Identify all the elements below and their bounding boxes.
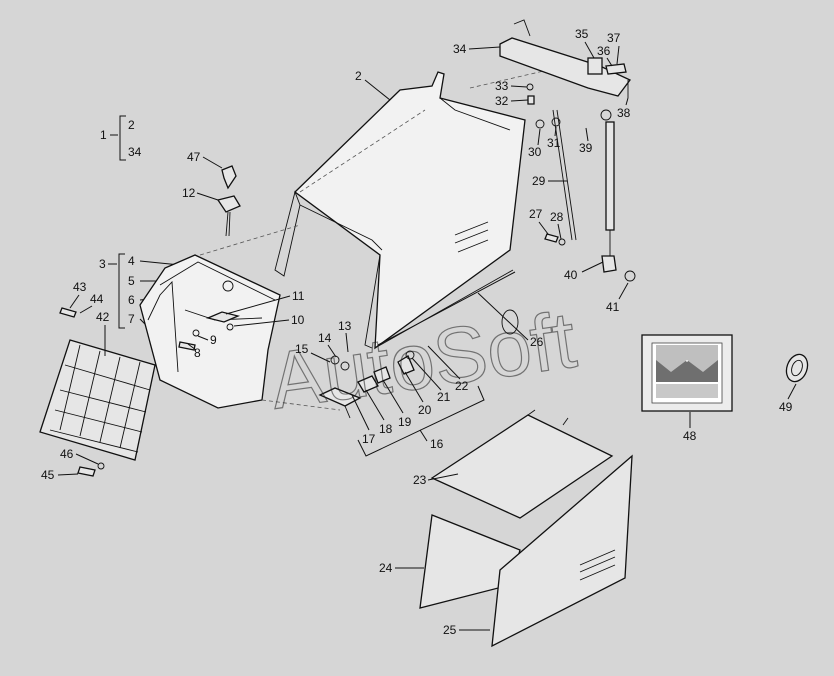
callout-6: 6 xyxy=(128,293,135,307)
callout-labels: 8 9 10 11 12 13 14 15 23 24 25 26 27 28 … xyxy=(41,27,797,637)
callout-13: 13 xyxy=(338,319,352,333)
callout-11: 11 xyxy=(292,289,305,303)
callout-20: 20 xyxy=(418,403,432,417)
callout-23: 23 xyxy=(413,473,427,487)
callout-14: 14 xyxy=(318,331,332,345)
callout-43: 43 xyxy=(73,280,87,294)
callout-27: 27 xyxy=(529,207,543,221)
callout-31: 31 xyxy=(547,136,561,150)
callout-22: 22 xyxy=(455,379,469,393)
top-rail xyxy=(499,19,632,98)
callout-12: 12 xyxy=(182,186,196,200)
callout-32: 32 xyxy=(495,94,509,108)
callout-2a: 2 xyxy=(128,118,135,132)
logo-decal xyxy=(641,334,733,412)
callout-1: 1 xyxy=(100,128,107,142)
callout-9: 9 xyxy=(210,333,217,347)
bracket-group-1: 1 2 34 xyxy=(100,115,142,161)
callout-5: 5 xyxy=(128,274,135,288)
small-bolts xyxy=(526,83,566,246)
callout-7: 7 xyxy=(128,312,135,326)
callout-36: 36 xyxy=(597,44,611,58)
callout-46: 46 xyxy=(60,447,74,461)
callout-2: 2 xyxy=(355,69,362,83)
callout-33: 33 xyxy=(495,79,509,93)
side-panel-right xyxy=(491,454,633,648)
callout-34: 34 xyxy=(453,42,467,56)
callout-26: 26 xyxy=(530,335,544,349)
callout-45: 45 xyxy=(41,468,55,482)
support-rod xyxy=(535,109,577,241)
callout-18: 18 xyxy=(379,422,393,436)
callout-25: 25 xyxy=(443,623,457,637)
callout-38: 38 xyxy=(617,106,631,120)
callout-4: 4 xyxy=(128,254,135,268)
callout-37: 37 xyxy=(607,31,621,45)
bracket-group-16: 16 17 18 19 20 21 22 xyxy=(351,345,485,457)
grille-panel xyxy=(39,339,156,461)
callout-24: 24 xyxy=(379,561,393,575)
callout-29: 29 xyxy=(532,174,546,188)
hood-cover xyxy=(274,69,549,350)
front-housing xyxy=(139,224,341,411)
callout-30: 30 xyxy=(528,145,542,159)
callout-42: 42 xyxy=(96,310,110,324)
callout-28: 28 xyxy=(550,210,564,224)
callout-49: 49 xyxy=(779,400,793,414)
callout-21: 21 xyxy=(437,390,451,404)
callout-44: 44 xyxy=(90,292,104,306)
callout-35: 35 xyxy=(575,27,589,41)
callout-19: 19 xyxy=(398,415,412,429)
badge-emblem xyxy=(785,353,809,383)
callout-39: 39 xyxy=(579,141,593,155)
callout-8: 8 xyxy=(194,346,201,360)
cable xyxy=(377,271,519,346)
hardware-left xyxy=(59,307,234,477)
callout-48: 48 xyxy=(683,429,697,443)
gas-strut xyxy=(600,109,636,282)
ignition-lock xyxy=(216,165,241,237)
callout-41: 41 xyxy=(606,300,620,314)
callout-34a: 34 xyxy=(128,145,142,159)
callout-17: 17 xyxy=(362,432,376,446)
callout-10: 10 xyxy=(291,313,305,327)
callout-3: 3 xyxy=(99,257,106,271)
callout-16: 16 xyxy=(430,437,444,451)
callout-40: 40 xyxy=(564,268,578,282)
side-panel-top xyxy=(430,409,614,519)
callout-15: 15 xyxy=(295,342,309,356)
callout-47: 47 xyxy=(187,150,201,164)
latch-assembly xyxy=(318,350,415,419)
